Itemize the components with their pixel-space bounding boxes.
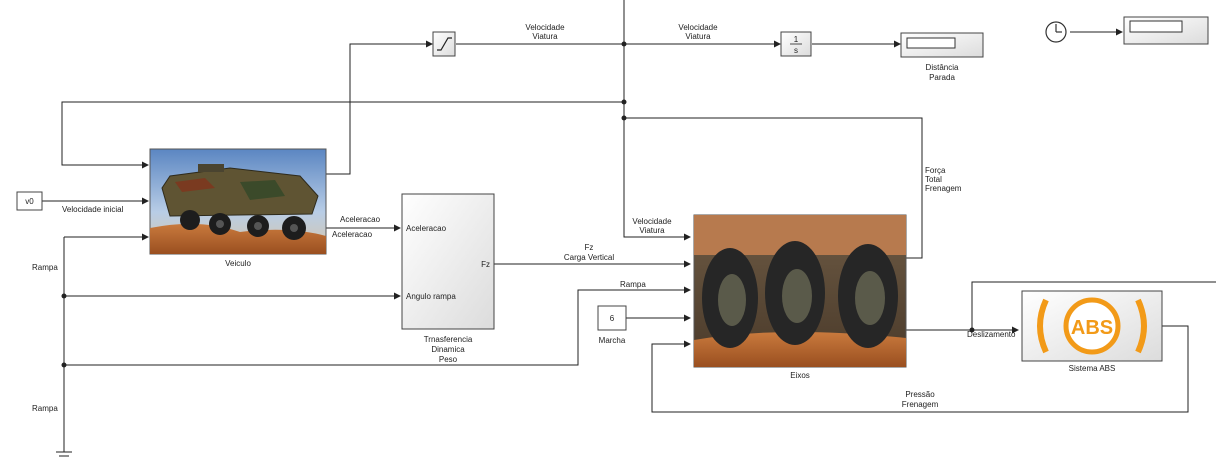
distance-display-block[interactable]: Distância Parada (901, 33, 983, 82)
sig-vel-axle-a: Velocidade (632, 217, 672, 226)
gear-label: Marcha (599, 336, 626, 345)
sig-rampa-left-2: Rampa (32, 404, 58, 413)
axles-block[interactable]: Eixos (694, 215, 906, 380)
sig-accel-top: Aceleracao (340, 215, 381, 224)
sig-accel-bottom: Aceleracao (332, 230, 373, 239)
initial-speed-constant[interactable]: v0 (17, 192, 42, 210)
vehicle-label: Veiculo (225, 259, 251, 268)
port-in-aceleracao: Aceleracao (406, 224, 447, 233)
sig-vel-axle-b: Viatura (639, 226, 665, 235)
port-out-fz: Fz (481, 260, 490, 269)
sig-slip: Deslizamento (967, 330, 1016, 339)
distance-label-1: Distância (926, 63, 959, 72)
distance-label-2: Parada (929, 73, 955, 82)
wheels-icon (702, 241, 898, 348)
sig-pressure-b: Frenagem (902, 400, 939, 409)
transfer-label-1: Trnasferencia (424, 335, 473, 344)
sig-vel-top1-b: Viatura (532, 32, 558, 41)
sig-vel-top1-a: Velocidade (525, 23, 565, 32)
port-in-angulo: Angulo rampa (406, 292, 456, 301)
axles-label: Eixos (790, 371, 810, 380)
transfer-label-3: Peso (439, 355, 458, 364)
integrator-denominator: s (794, 46, 798, 55)
sig-forca-c: Frenagem (925, 184, 962, 193)
sig-vel-top2-a: Velocidade (678, 23, 718, 32)
saturation-block[interactable] (433, 32, 455, 56)
v0-value: v0 (25, 197, 34, 206)
armored-vehicle-icon (162, 168, 318, 216)
sig-rampa-left-1: Rampa (32, 263, 58, 272)
sig-rampa-axle: Rampa (620, 280, 646, 289)
transfer-label-2: Dinamica (431, 345, 465, 354)
clock-block[interactable] (1046, 22, 1066, 42)
abs-block[interactable]: ABS Sistema ABS (1022, 291, 1162, 373)
gear-constant[interactable]: 6 Marcha (598, 306, 626, 345)
sig-forca-b: Total (925, 175, 942, 184)
vehicle-block[interactable]: Veiculo (150, 149, 326, 268)
sig-fz-a: Fz (585, 243, 594, 252)
sig-forca-a: Força (925, 166, 946, 175)
abs-label: Sistema ABS (1069, 364, 1116, 373)
load-transfer-block[interactable]: Aceleracao Angulo rampa Fz Trnasferencia… (402, 194, 494, 364)
integrator-block[interactable]: 1 s (781, 32, 811, 56)
abs-logo-text: ABS (1071, 317, 1113, 339)
sig-pressure-a: Pressão (905, 390, 935, 399)
sig-init-speed: Velocidade inicial (62, 205, 124, 214)
gear-value: 6 (610, 314, 615, 323)
sig-vel-top2-b: Viatura (685, 32, 711, 41)
time-display-block[interactable] (1124, 17, 1208, 44)
integrator-numerator: 1 (794, 35, 799, 44)
sig-fz-b: Carga Vertical (564, 253, 614, 262)
